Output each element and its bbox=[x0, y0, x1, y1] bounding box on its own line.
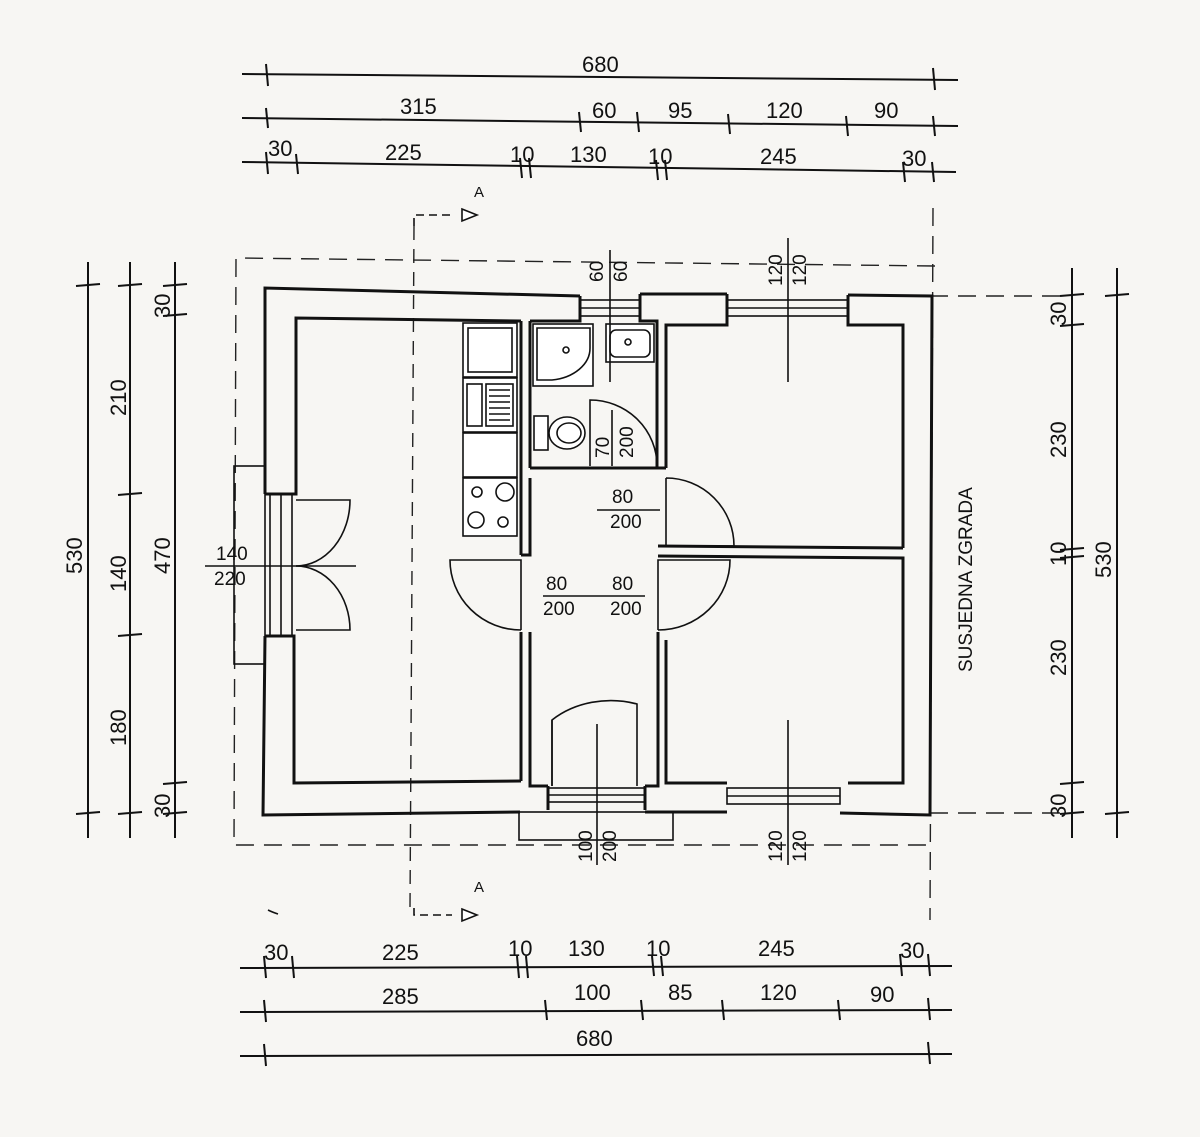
bottom-dim-2-3: 85 bbox=[668, 980, 692, 1005]
top-dim-3-6: 245 bbox=[760, 144, 797, 169]
kitchen-cabinet bbox=[462, 432, 518, 478]
right-dim-1-2: 230 bbox=[1046, 421, 1071, 458]
left-door-label-2: 220 bbox=[214, 569, 246, 590]
bath-door-label-1: 70 bbox=[593, 437, 614, 458]
bottom-dim-1-6: 245 bbox=[758, 936, 795, 961]
opening-axis-lines bbox=[205, 238, 789, 865]
right-dim-1-1: 30 bbox=[1046, 302, 1071, 326]
top-dim-2-4: 120 bbox=[766, 98, 803, 123]
opening-labels: 60 60 120 120 70 200 80 200 80 200 80 20… bbox=[214, 254, 811, 862]
top-dim-3-1: 30 bbox=[268, 136, 292, 161]
left-dimension-lines: 530 210 140 180 30 470 30 bbox=[62, 262, 188, 838]
bottom-dimension-lines: 30 225 10 130 10 245 30 285 100 85 120 9… bbox=[239, 936, 953, 1067]
left-dim-3-2: 470 bbox=[150, 537, 175, 574]
hall-door-upper-label-1: 80 bbox=[612, 487, 633, 508]
left-dim-2-1: 210 bbox=[106, 379, 131, 416]
right-total-dim: 530 bbox=[1091, 541, 1116, 578]
hall-door-lower-label-2: 200 bbox=[610, 599, 642, 620]
top-dim-2-2: 60 bbox=[592, 98, 616, 123]
bottom-dim-1-7: 30 bbox=[900, 938, 924, 963]
bottom-right-window-label-1: 120 bbox=[766, 830, 787, 862]
bottom-dim-1-1: 30 bbox=[264, 940, 288, 965]
hall-door-lower-label-1: 80 bbox=[612, 574, 633, 595]
top-dimension-lines: 680 315 60 95 120 90 30 225 10 130 10 24… bbox=[241, 52, 959, 183]
kitchen-door-label-2: 200 bbox=[543, 599, 575, 620]
left-dim-2-3: 180 bbox=[106, 709, 131, 746]
bath-window-label-2: 60 bbox=[611, 261, 632, 282]
right-dimension-lines: 30 230 10 230 30 530 bbox=[1046, 268, 1130, 838]
door-swings bbox=[295, 399, 735, 786]
left-dim-3-3: 30 bbox=[150, 794, 175, 818]
top-dim-3-5: 10 bbox=[648, 144, 672, 169]
bottom-total-dim: 680 bbox=[576, 1026, 613, 1051]
bottom-right-window-label-2: 120 bbox=[790, 830, 811, 862]
section-line-a: A A bbox=[409, 184, 484, 923]
section-mark-top: A bbox=[474, 184, 484, 201]
shower-tray bbox=[532, 323, 594, 387]
toilet-tank bbox=[533, 415, 549, 451]
bottom-dim-1-4: 130 bbox=[568, 936, 605, 961]
bottom-dim-1-2: 225 bbox=[382, 940, 419, 965]
left-door-label-1: 140 bbox=[216, 544, 248, 565]
bottom-dim-2-2: 100 bbox=[574, 980, 611, 1005]
top-dim-2-5: 90 bbox=[874, 98, 898, 123]
neighbor-building-label: SUSJEDNA ZGRADA bbox=[956, 487, 977, 672]
top-right-window-label-2: 120 bbox=[790, 254, 811, 286]
right-dim-1-5: 30 bbox=[1046, 794, 1071, 818]
entrance-door-label-1: 100 bbox=[576, 830, 597, 862]
bottom-dim-2-5: 90 bbox=[870, 982, 894, 1007]
top-dim-2-3: 95 bbox=[668, 98, 692, 123]
bath-door-label-2: 200 bbox=[617, 426, 638, 458]
section-mark-bottom: A bbox=[474, 879, 484, 896]
toilet-bowl bbox=[548, 416, 586, 450]
bottom-dim-1-5: 10 bbox=[646, 936, 670, 961]
kitchen-door-label-1: 80 bbox=[546, 574, 567, 595]
left-dim-3-1: 30 bbox=[150, 294, 175, 318]
top-dim-3-4: 130 bbox=[570, 142, 607, 167]
top-dim-2-1: 315 bbox=[400, 94, 437, 119]
right-dim-1-4: 230 bbox=[1046, 639, 1071, 676]
bath-window-label-1: 60 bbox=[587, 261, 608, 282]
top-dim-3-2: 225 bbox=[385, 140, 422, 165]
top-right-window-label-1: 120 bbox=[766, 254, 787, 286]
bottom-dim-2-4: 120 bbox=[760, 980, 797, 1005]
kitchen-fixtures bbox=[462, 322, 518, 537]
right-dim-1-3: 10 bbox=[1046, 542, 1071, 566]
top-dim-3-7: 30 bbox=[902, 146, 926, 171]
left-dim-2-2: 140 bbox=[106, 555, 131, 592]
stray-mark bbox=[267, 909, 279, 915]
left-total-dim: 530 bbox=[62, 537, 87, 574]
hall-door-upper-label-2: 200 bbox=[610, 512, 642, 533]
bottom-dim-2-1: 285 bbox=[382, 984, 419, 1009]
bathroom-fixtures bbox=[532, 323, 655, 451]
top-total-dim: 680 bbox=[582, 52, 619, 77]
bottom-dim-1-3: 10 bbox=[508, 936, 532, 961]
entrance-door-label-2: 200 bbox=[600, 830, 621, 862]
top-dim-3-3: 10 bbox=[510, 142, 534, 167]
